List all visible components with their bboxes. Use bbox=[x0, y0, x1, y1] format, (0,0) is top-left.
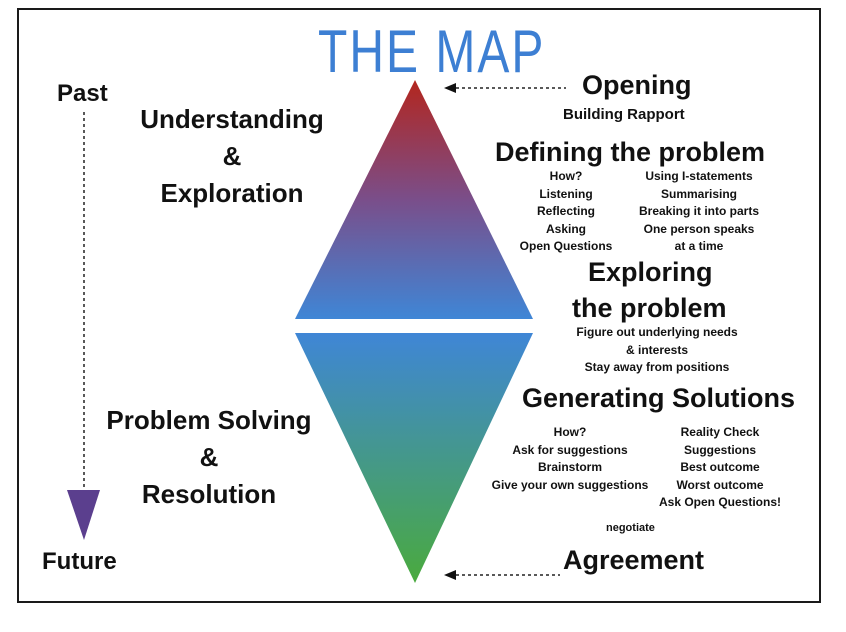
exploring-heading-line-1: Exploring bbox=[588, 257, 713, 287]
opening-heading: Opening bbox=[582, 70, 692, 100]
generating-right-item: Reality Check bbox=[680, 425, 760, 439]
defining-left-item: Reflecting bbox=[536, 204, 595, 218]
defining-right-item: Summarising bbox=[660, 186, 738, 201]
generating-left-item: How? bbox=[553, 425, 587, 439]
exploring-notes: Figure out underlying needs & interests … bbox=[562, 324, 752, 377]
generating-left-item: Brainstorm bbox=[537, 460, 602, 474]
defining-left-list: How? Listening Reflecting Asking Open Qu… bbox=[506, 168, 626, 256]
opening-sub: Building Rapport bbox=[563, 106, 685, 123]
generating-right-item: Ask Open Questions! bbox=[658, 495, 782, 509]
phase-bottom-line-2: & bbox=[199, 442, 219, 472]
past-label: Past bbox=[57, 80, 108, 107]
phase-bottom-line-3: Resolution bbox=[141, 479, 277, 509]
defining-heading: Defining the problem bbox=[495, 137, 765, 167]
generating-left-list: How? Ask for suggestions Brainstorm Give… bbox=[484, 424, 656, 494]
defining-left-item: How? bbox=[549, 169, 583, 183]
opening-arrow-icon bbox=[444, 83, 456, 93]
phase-bottom-line-1: Problem Solving bbox=[106, 405, 312, 435]
phase-resolution: Problem Solving & Resolution bbox=[96, 402, 322, 513]
exploring-heading-line-2: the problem bbox=[572, 293, 727, 323]
defining-right-list: Using I-statements Summarising Breaking … bbox=[624, 168, 774, 256]
phase-top-line-1: Understanding bbox=[140, 104, 324, 134]
agreement-heading: Agreement bbox=[563, 545, 705, 575]
phase-top-line-3: Exploration bbox=[160, 178, 304, 208]
generating-right-list: Reality Check Suggestions Best outcome W… bbox=[650, 424, 790, 512]
future-label: Future bbox=[42, 548, 117, 575]
phase-understanding: Understanding & Exploration bbox=[130, 101, 334, 212]
generating-heading: Generating Solutions bbox=[522, 383, 796, 413]
defining-left-item: Open Questions bbox=[519, 239, 613, 253]
map-title: THE MAP bbox=[318, 19, 546, 86]
understanding-triangle bbox=[295, 80, 533, 319]
defining-right-item: One person speaks bbox=[643, 221, 755, 236]
defining-right-item: Breaking it into parts bbox=[638, 204, 760, 218]
defining-right-item: Using I-statements bbox=[645, 169, 753, 183]
exploring-note: & interests bbox=[625, 342, 689, 357]
phase-top-line-2: & bbox=[222, 141, 242, 171]
defining-left-item: Asking bbox=[545, 221, 586, 236]
generating-left-item: Give your own suggestions bbox=[491, 477, 649, 492]
generating-right-item: Best outcome bbox=[680, 460, 760, 474]
resolution-triangle bbox=[295, 333, 533, 583]
exploring-note: Stay away from positions bbox=[584, 360, 730, 374]
defining-right-item: at a time bbox=[674, 239, 724, 253]
generating-right-item: Suggestions bbox=[683, 442, 756, 457]
defining-left-item: Listening bbox=[539, 186, 593, 201]
timeline-arrow-icon bbox=[67, 490, 100, 540]
exploring-note: Figure out underlying needs bbox=[576, 325, 738, 339]
generating-left-item: Ask for suggestions bbox=[512, 442, 628, 457]
generating-right-item: Worst outcome bbox=[676, 477, 764, 492]
agreement-arrow-icon bbox=[444, 570, 456, 580]
negotiate-label: negotiate bbox=[606, 522, 655, 534]
